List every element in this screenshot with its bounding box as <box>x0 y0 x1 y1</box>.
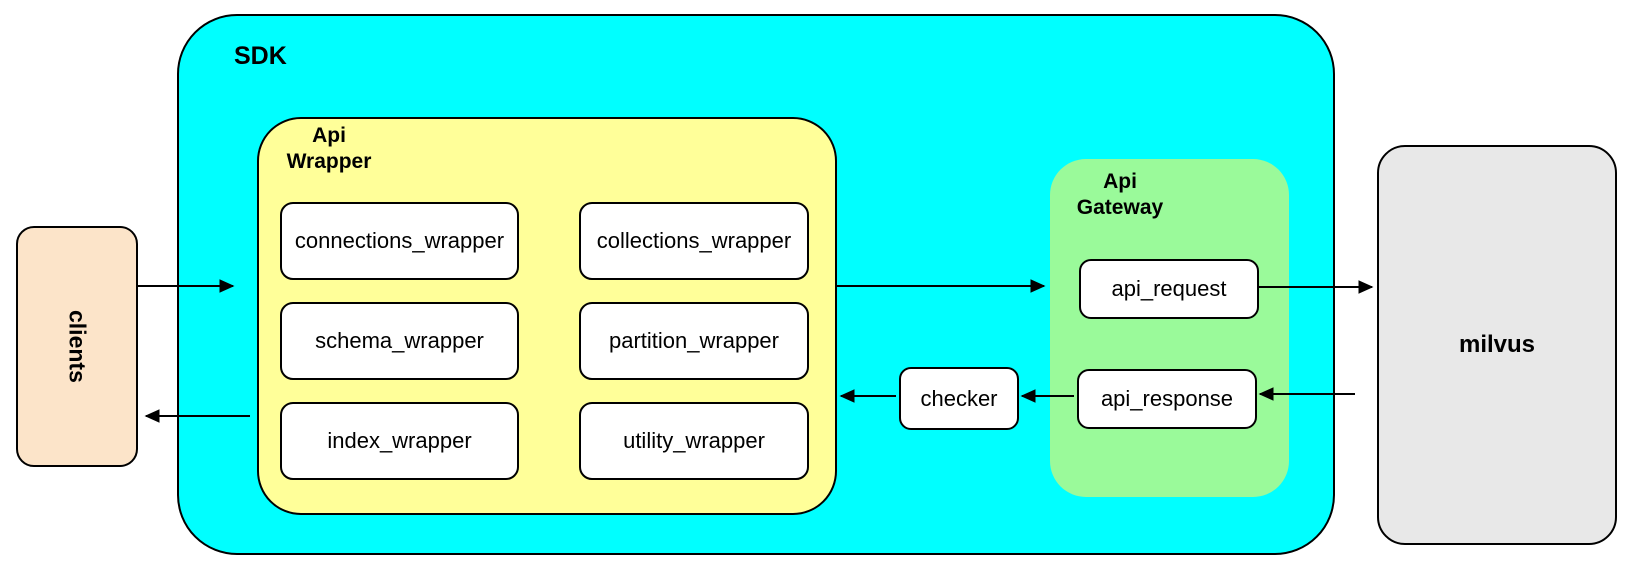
api-gateway-container: Api Gateway api_request api_response <box>1050 159 1289 497</box>
api-request-node: api_request <box>1079 259 1259 319</box>
sdk-label: SDK <box>234 42 287 70</box>
utility-wrapper-node: utility_wrapper <box>579 402 809 480</box>
api-wrapper-label: Api Wrapper <box>286 124 372 174</box>
collections-wrapper-node: collections_wrapper <box>579 202 809 280</box>
sdk-container: SDK Api Wrapper connections_wrapper coll… <box>177 14 1335 555</box>
clients-node: clients <box>16 226 138 467</box>
milvus-label: milvus <box>1458 331 1536 358</box>
clients-label: clients <box>64 310 91 383</box>
schema-wrapper-node: schema_wrapper <box>280 302 519 380</box>
partition-wrapper-node: partition_wrapper <box>579 302 809 380</box>
api-response-node: api_response <box>1077 369 1257 429</box>
api-gateway-label: Api Gateway <box>1076 170 1164 220</box>
api-wrapper-container: Api Wrapper connections_wrapper collecti… <box>257 117 837 515</box>
connections-wrapper-node: connections_wrapper <box>280 202 519 280</box>
checker-node: checker <box>899 367 1019 430</box>
milvus-node: milvus <box>1377 145 1617 545</box>
index-wrapper-node: index_wrapper <box>280 402 519 480</box>
